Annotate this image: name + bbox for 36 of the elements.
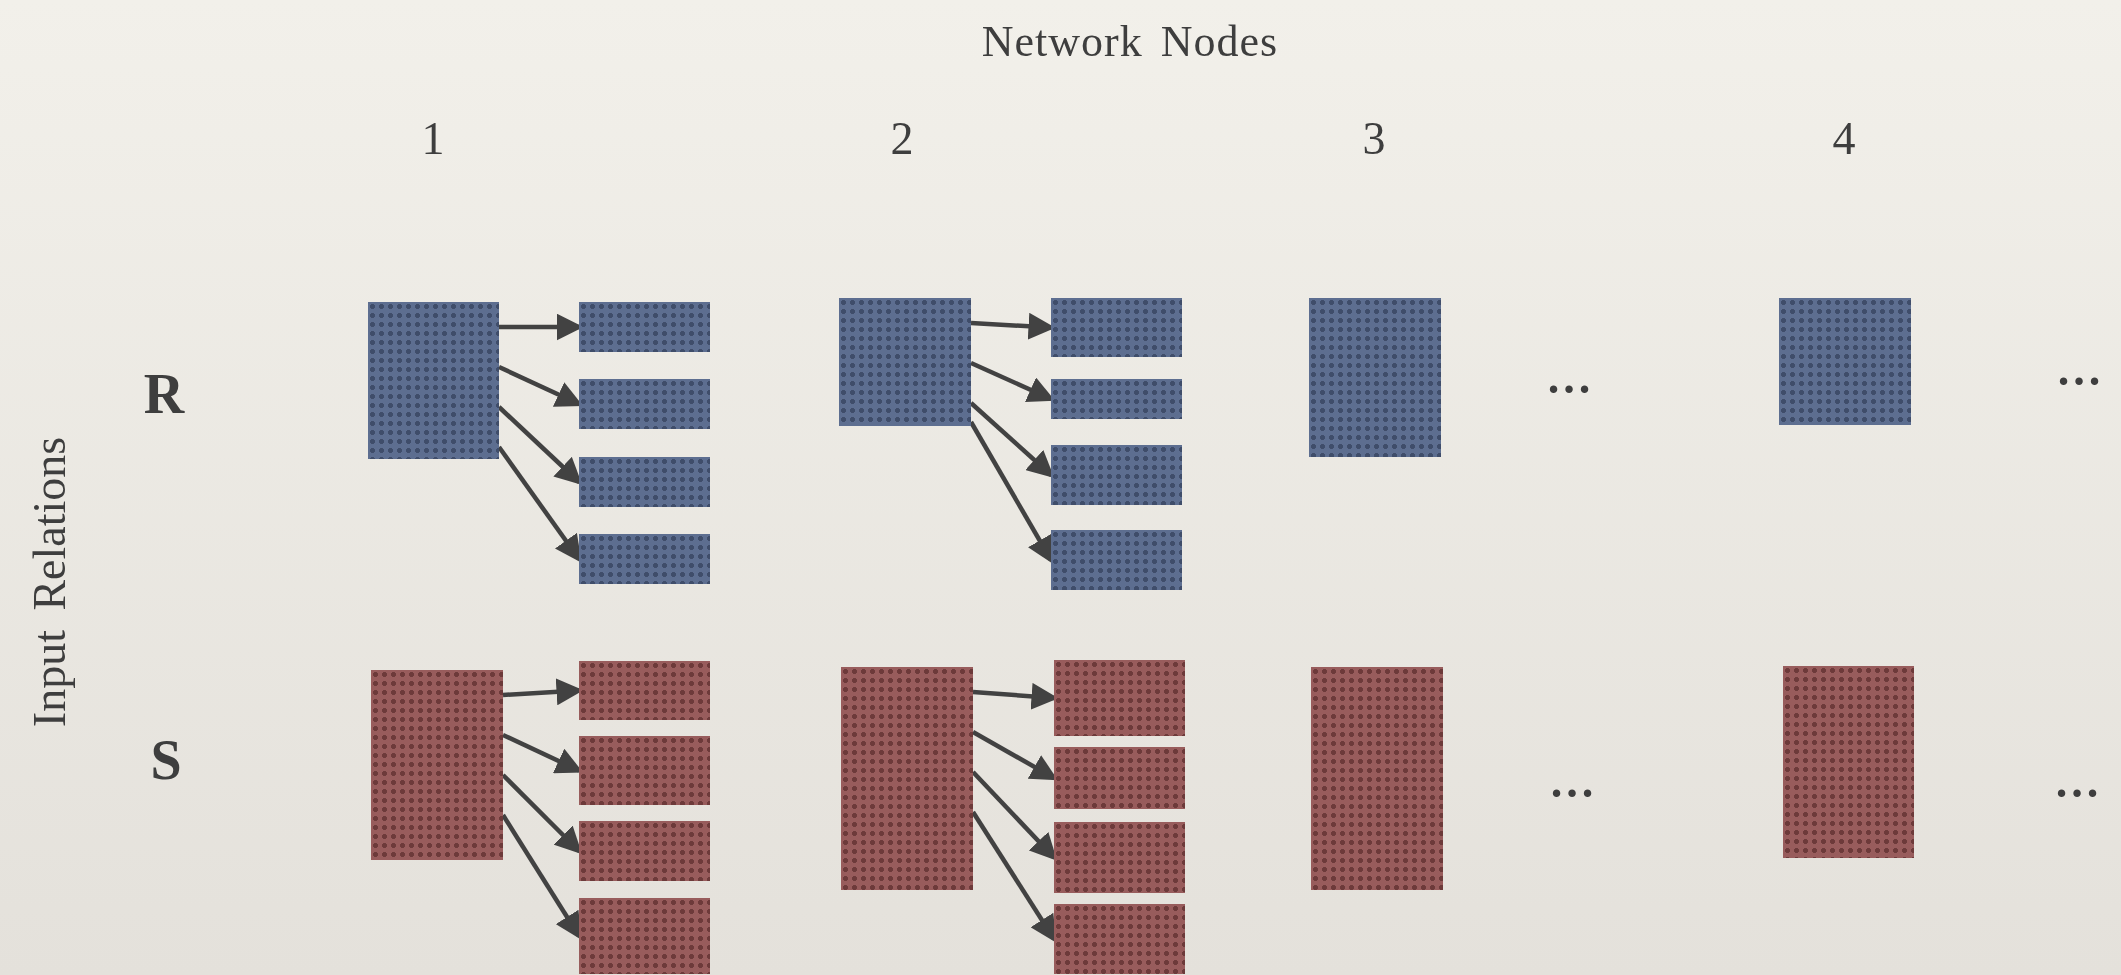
- relation-r-partition-block: [579, 302, 710, 352]
- column-number: 3: [1362, 116, 1386, 162]
- relation-s-partition-block: [1054, 660, 1185, 736]
- relation-r-partition-block: [1309, 298, 1441, 457]
- row-label: S: [150, 732, 182, 788]
- relation-s-partition-block: [1054, 822, 1185, 893]
- relation-r-partition-block: [579, 457, 710, 507]
- relation-r-partition-block: [1779, 298, 1911, 425]
- relation-r-partition-block: [1051, 298, 1182, 357]
- relation-r-partition-block: [1051, 445, 1182, 505]
- relation-s-partition-block: [579, 898, 710, 974]
- relation-s-partition-block: [841, 667, 973, 890]
- ellipsis: …: [2054, 759, 2100, 805]
- relation-s-partition-block: [579, 736, 710, 805]
- column-number: 1: [421, 116, 445, 162]
- ellipsis: …: [2056, 347, 2102, 393]
- relation-r-partition-block: [1051, 379, 1182, 419]
- column-number: 2: [890, 116, 914, 162]
- relation-s-partition-block: [579, 661, 710, 720]
- relation-s-partition-block: [1054, 904, 1185, 974]
- relation-s-partition-block: [1311, 667, 1443, 890]
- relation-r-partition-block: [579, 534, 710, 584]
- heading: Network Nodes: [981, 20, 1279, 64]
- relation-s-partition-block: [371, 670, 503, 860]
- axis-label: Input Relations: [27, 436, 73, 728]
- row-label: R: [143, 366, 185, 422]
- relation-r-partition-block: [579, 379, 710, 429]
- relation-s-partition-block: [579, 821, 710, 881]
- relation-s-partition-block: [1783, 666, 1914, 858]
- relation-r-partition-block: [1051, 530, 1182, 590]
- column-number: 4: [1832, 116, 1856, 162]
- relation-r-partition-block: [839, 298, 971, 426]
- relation-s-partition-block: [1054, 747, 1185, 809]
- ellipsis: …: [1549, 759, 1595, 805]
- relation-r-partition-block: [368, 302, 499, 459]
- ellipsis: …: [1546, 355, 1592, 401]
